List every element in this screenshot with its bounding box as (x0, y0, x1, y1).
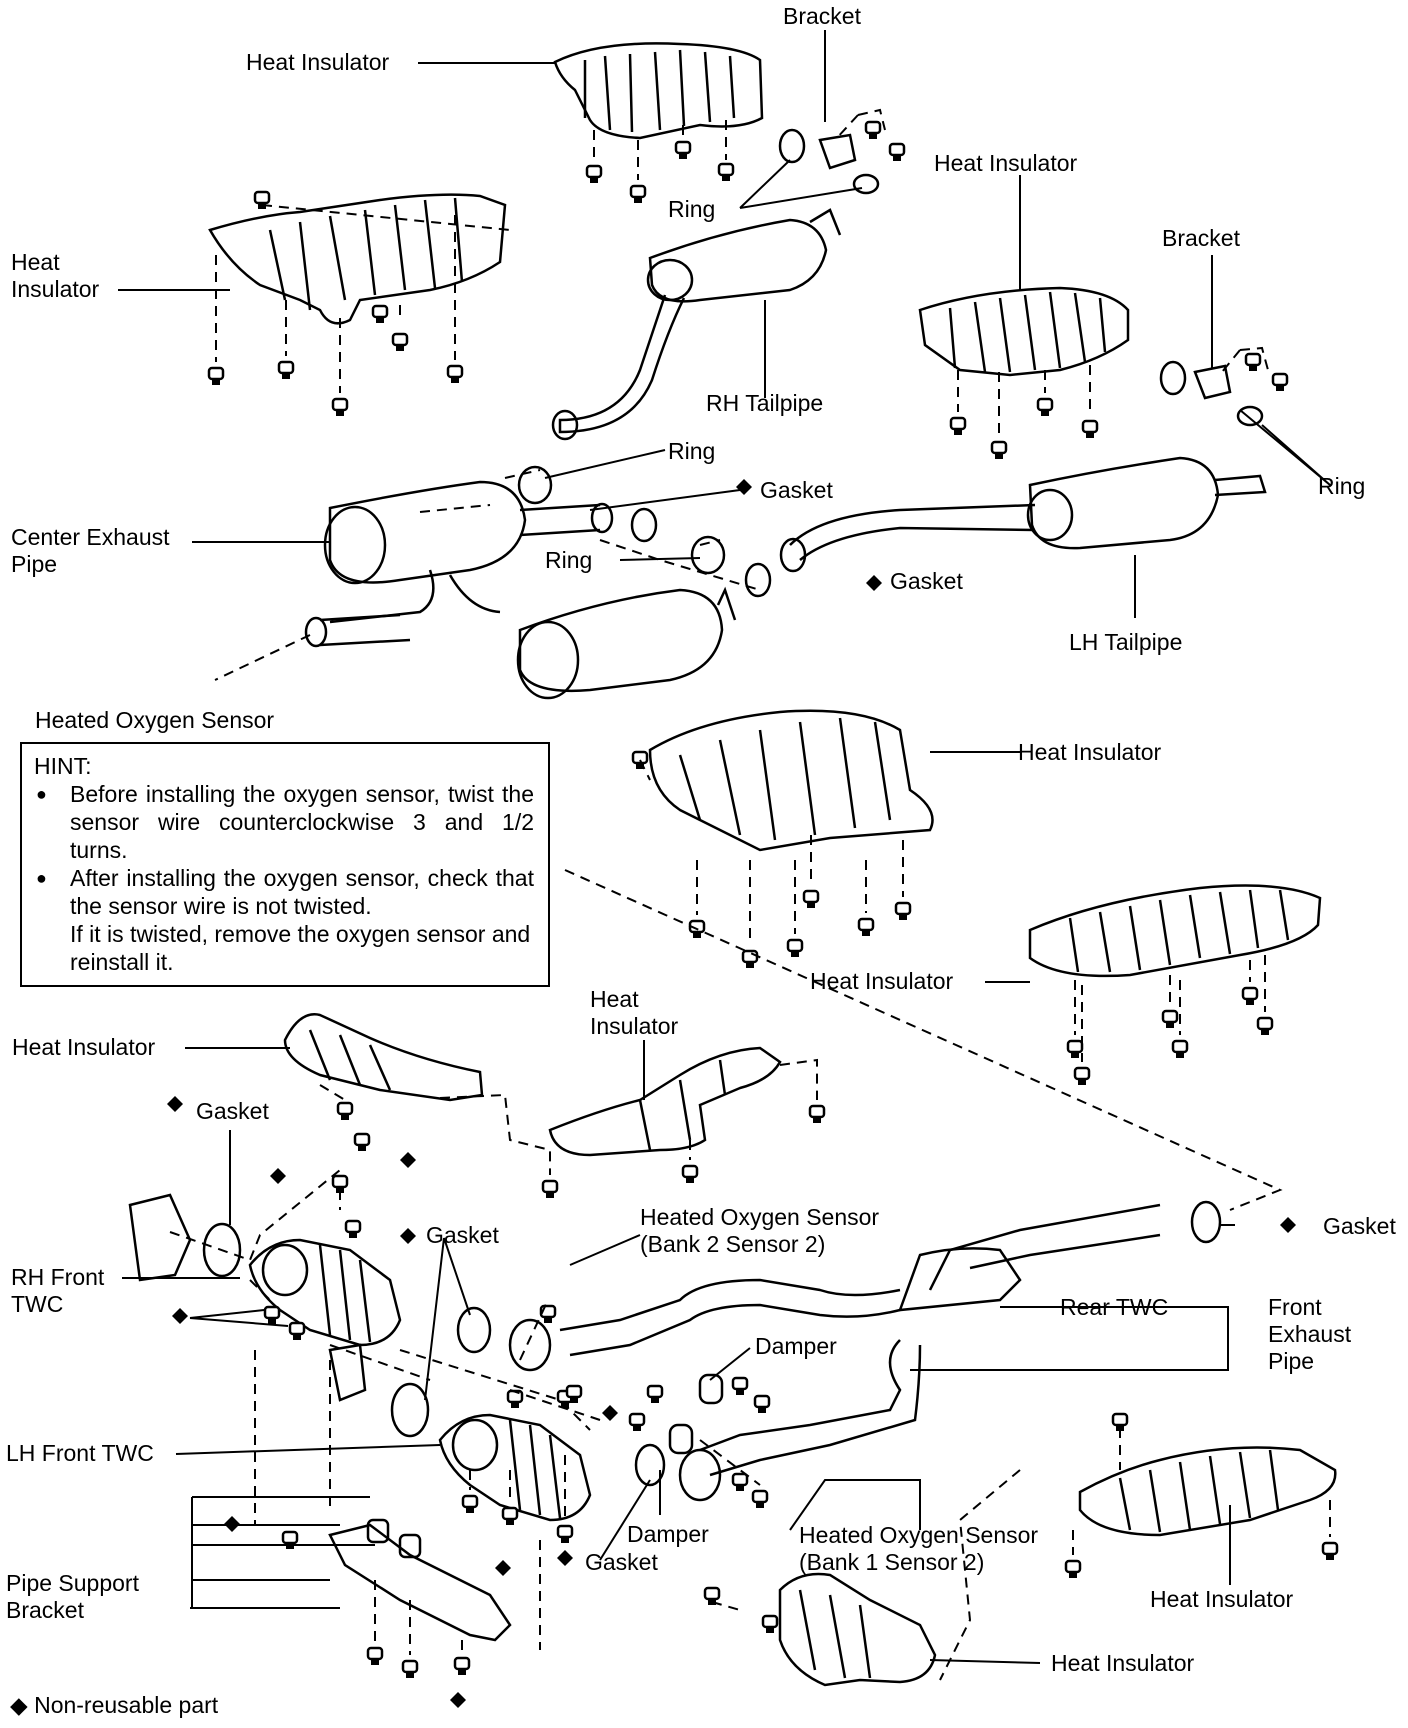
label-heat-insulator-bottom: Heat Insulator (1051, 1650, 1195, 1676)
front-exhaust-pipe-part (508, 1203, 1161, 1502)
label-ring-mid: Ring (668, 438, 716, 464)
heat-insulator-bottom (778, 1572, 937, 1687)
label-heat-insulator-lower-left: Heat Insulator (12, 1034, 156, 1060)
hint-box: HINT: Before installing the oxygen senso… (20, 742, 550, 987)
label-bracket-top: Bracket (783, 3, 861, 29)
label-bracket-right: Bracket (1162, 225, 1240, 251)
label-lh-front-twc: LH Front TWC (6, 1440, 154, 1466)
label-ho2s-bank1: Heated Oxygen Sensor (Bank 1 Sensor 2) (799, 1522, 1039, 1575)
label-heat-insulator-top-right: Heat Insulator (934, 150, 1078, 176)
heat-insulator-top (553, 42, 764, 140)
label-gasket-left: Gasket (196, 1098, 269, 1124)
label-ho2s-bank2: Heated Oxygen Sensor (Bank 2 Sensor 2) (640, 1204, 880, 1257)
heat-insulator-bottom-right (1078, 1446, 1337, 1537)
rh-front-twc-part (128, 1193, 402, 1347)
label-heat-insulator-top: Heat Insulator (246, 49, 390, 75)
hint-item-2: After installing the oxygen sensor, chec… (34, 864, 534, 920)
label-heat-insulator-right-mid: Heat Insulator (810, 968, 954, 994)
lh-tailpipe-part (779, 456, 1267, 573)
label-heat-insulator-lower-mid: Heat Insulator (590, 986, 679, 1039)
label-rh-tailpipe: RH Tailpipe (706, 390, 824, 416)
rh-tailpipe-part (551, 208, 842, 441)
hint-item-1: Before installing the oxygen sensor, twi… (34, 780, 534, 864)
label-gasket-right: Gasket (1323, 1213, 1396, 1239)
damper-bottom-part (668, 1423, 694, 1455)
label-damper-top: Damper (755, 1333, 837, 1359)
label-front-exhaust-pipe: Front Exhaust Pipe (1268, 1294, 1352, 1374)
heat-insulator-lower-mid (548, 1046, 782, 1157)
legend-non-reusable: ◆ Non-reusable part (10, 1692, 219, 1718)
heat-insulator-lower-left (283, 1013, 484, 1102)
gasket-left-part (202, 1222, 242, 1278)
label-pipe-support-bracket: Pipe Support Bracket (6, 1570, 139, 1623)
label-rear-twc: Rear TWC (1060, 1294, 1169, 1320)
gasket-lh-part (390, 1382, 430, 1438)
label-heated-oxygen-sensor: Heated Oxygen Sensor (35, 707, 275, 733)
label-gasket-left2: Gasket (426, 1222, 499, 1248)
label-heat-insulator-center: Heat Insulator (1018, 739, 1162, 765)
gasket-right-part (1190, 1200, 1222, 1244)
lh-front-twc-part (328, 1343, 592, 1522)
heat-insulator-center (648, 709, 934, 852)
pipe-support-bracket-part (328, 1518, 512, 1642)
label-center-exhaust-pipe: Center Exhaust Pipe (11, 524, 170, 577)
label-lh-tailpipe: LH Tailpipe (1069, 629, 1183, 655)
label-gasket-bottom: Gasket (585, 1549, 658, 1575)
heat-insulator-top-right (918, 286, 1130, 377)
heat-insulator-left (208, 193, 507, 325)
heat-insulator-right-mid (1028, 884, 1322, 978)
label-ring-mid2: Ring (545, 547, 593, 573)
gasket-bottom-part (634, 1443, 666, 1487)
label-damper-bottom: Damper (627, 1521, 709, 1547)
hint-item-2-detail: If it is twisted, remove the oxygen sens… (70, 921, 531, 975)
label-ring-right: Ring (1318, 473, 1366, 499)
center-exhaust-pipe-part (304, 480, 737, 700)
label-heat-insulator-left: Heat Insulator (11, 249, 100, 302)
hint-title: HINT: (34, 753, 92, 779)
label-ring-top: Ring (668, 196, 716, 222)
label-gasket-mid: Gasket (760, 477, 833, 503)
label-gasket-mid2: Gasket (890, 568, 963, 594)
label-rh-front-twc: RH Front TWC (11, 1264, 105, 1317)
label-heat-insulator-bottom-right: Heat Insulator (1150, 1586, 1294, 1612)
damper-top-part (698, 1373, 724, 1405)
gasket-left2-part (456, 1306, 492, 1354)
